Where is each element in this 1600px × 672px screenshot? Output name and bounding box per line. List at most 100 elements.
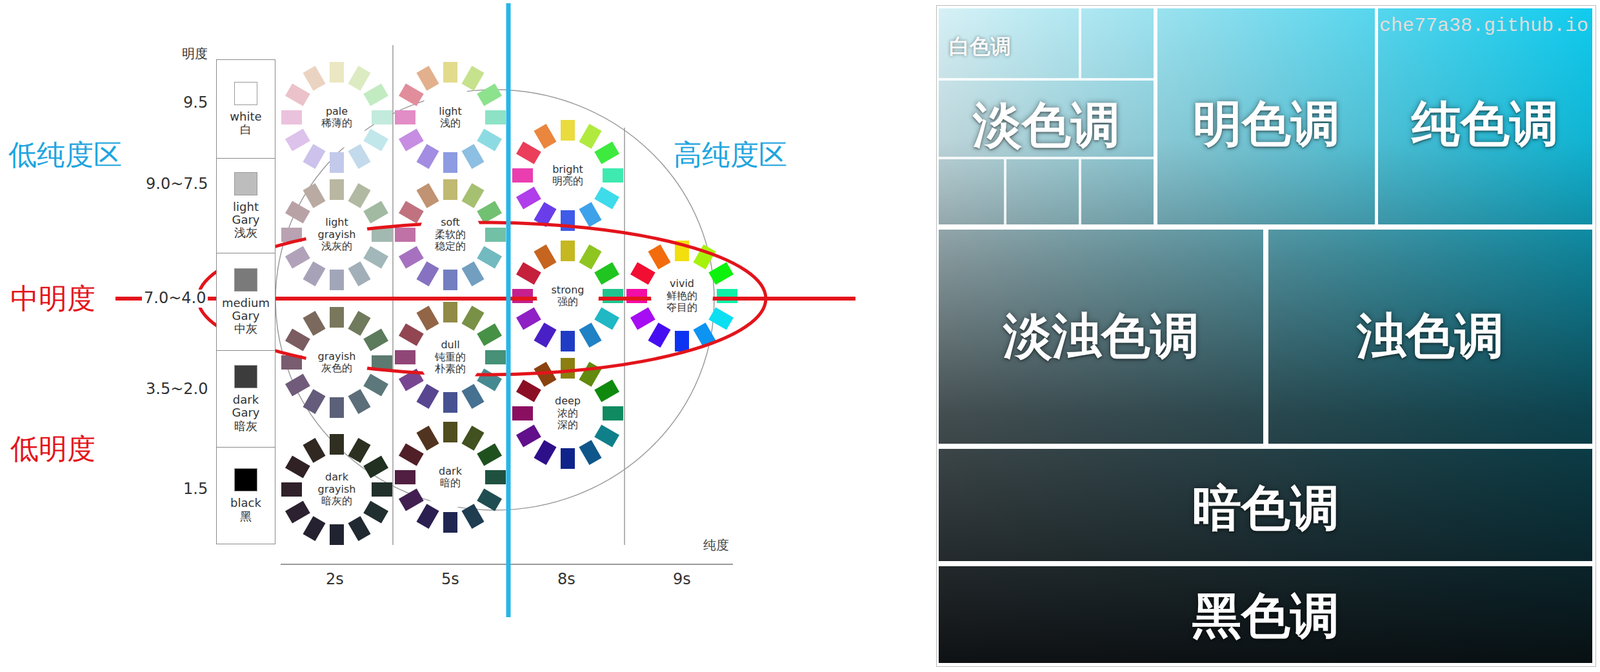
hue-petal (594, 186, 620, 210)
hue-petal (630, 261, 656, 285)
tone-title: 白色调 (949, 34, 1011, 59)
column-line (623, 127, 626, 546)
grid-line (1078, 159, 1082, 225)
tone-wheel: grayish灰色的 (305, 331, 368, 394)
tone-region: 黑色调 (938, 566, 1593, 664)
hue-petal (398, 323, 424, 346)
hue-petal (578, 123, 602, 150)
hue-petal (602, 406, 624, 421)
hue-petal (302, 389, 326, 415)
hue-petal (371, 355, 393, 370)
hue-petal (443, 421, 458, 443)
hue-petal (533, 123, 557, 150)
tone-name: dull (440, 339, 460, 351)
hue-petal (594, 424, 620, 448)
hue-petal (363, 83, 389, 106)
hue-petal (329, 152, 344, 173)
zone-label: 中明度 (10, 282, 96, 316)
tone-name: strong (551, 284, 585, 297)
hue-petal (394, 227, 416, 242)
tone-wheel: deep浓的 深的 (536, 382, 599, 445)
hue-petal (578, 244, 602, 270)
hue-petal (347, 516, 371, 542)
hue-petal (394, 350, 416, 365)
cell-divider (1153, 8, 1158, 226)
tone-name-zh: 浓的 深的 (550, 407, 586, 432)
hue-petal (461, 503, 484, 530)
tone-name: dark grayish (313, 471, 360, 496)
hue-petal (302, 143, 326, 170)
hue-petal (476, 488, 502, 511)
gray-swatch (234, 172, 258, 196)
hue-petal (363, 200, 389, 224)
hue-petal (516, 424, 542, 448)
grid-line (938, 78, 1154, 81)
hue-petal (512, 289, 533, 304)
hue-petal (416, 425, 439, 451)
hue-petal (363, 245, 389, 269)
hue-petal (329, 61, 344, 83)
hue-petal (347, 389, 371, 415)
hue-petal (533, 440, 557, 466)
hue-petal (461, 143, 484, 170)
hue-petal (485, 110, 506, 125)
tone-name: vivid (669, 278, 695, 290)
hue-petal (476, 83, 502, 106)
zone-label: 低纯度区 (8, 138, 122, 172)
hue-petal (329, 179, 344, 200)
chroma-tick: 8s (557, 570, 576, 590)
hue-petal (443, 392, 458, 413)
chroma-tick: 9s (672, 570, 691, 590)
hue-petal (647, 322, 671, 348)
tone-name-zh: 鲜艳的 夺目的 (665, 290, 700, 315)
hue-petal (485, 350, 506, 365)
tone-name-zh: 黑 (240, 510, 252, 524)
hue-petal (560, 448, 575, 470)
gray-swatch (234, 81, 258, 106)
tone-name: light grayish (313, 216, 360, 241)
hue-petal (285, 328, 311, 351)
tone-region: 淡浊色调 (938, 229, 1264, 444)
tone-name-zh: 强的 (557, 296, 579, 308)
tone-name: pale (325, 105, 348, 118)
hue-petal (443, 179, 458, 200)
hue-petal (416, 305, 439, 331)
gray-scale-box: medium Gary中灰 (216, 252, 276, 351)
gray-swatch (234, 365, 258, 389)
hue-petal (461, 183, 484, 209)
hue-petal (626, 289, 648, 304)
hue-petal (578, 440, 602, 466)
hue-petal (398, 200, 424, 224)
hue-petal (329, 524, 344, 546)
tone-wheel: dark grayish暗灰的 (305, 458, 368, 521)
tone-name: grayish (318, 350, 357, 363)
hue-petal (371, 482, 393, 497)
hue-petal (285, 373, 311, 397)
tone-wheel: dull钝重的 朴素的 (419, 326, 482, 389)
tone-name-zh: 灰色的 (321, 362, 353, 375)
tone-region: 暗色调 (938, 449, 1593, 562)
hue-petal (461, 65, 484, 91)
hue-petal (516, 261, 542, 285)
hue-petal (281, 110, 302, 125)
hue-petal (578, 322, 602, 348)
hue-petal (594, 261, 620, 285)
hue-petal (285, 83, 311, 106)
tone-name-zh: 白 (240, 123, 252, 137)
hue-petal (647, 244, 671, 270)
tone-wheel: soft柔软的 稳定的 (419, 203, 482, 266)
hue-petal (476, 200, 502, 224)
tone-name-zh: 明亮的 (552, 175, 584, 188)
tone-wheel: vivid鲜艳的 夺目的 (650, 265, 713, 328)
tone-region-label: 白色调 (949, 32, 1011, 62)
hue-petal (485, 470, 506, 485)
tone-name: dark Gary (219, 393, 273, 420)
chroma-divider (506, 3, 511, 618)
tone-title: 明色调 (1192, 91, 1340, 159)
tone-title: 纯色调 (1411, 91, 1559, 159)
gray-swatch (234, 468, 258, 492)
hue-petal (512, 406, 533, 421)
hue-petal (363, 328, 389, 351)
hue-petal (347, 65, 371, 91)
hue-petal (302, 516, 326, 542)
